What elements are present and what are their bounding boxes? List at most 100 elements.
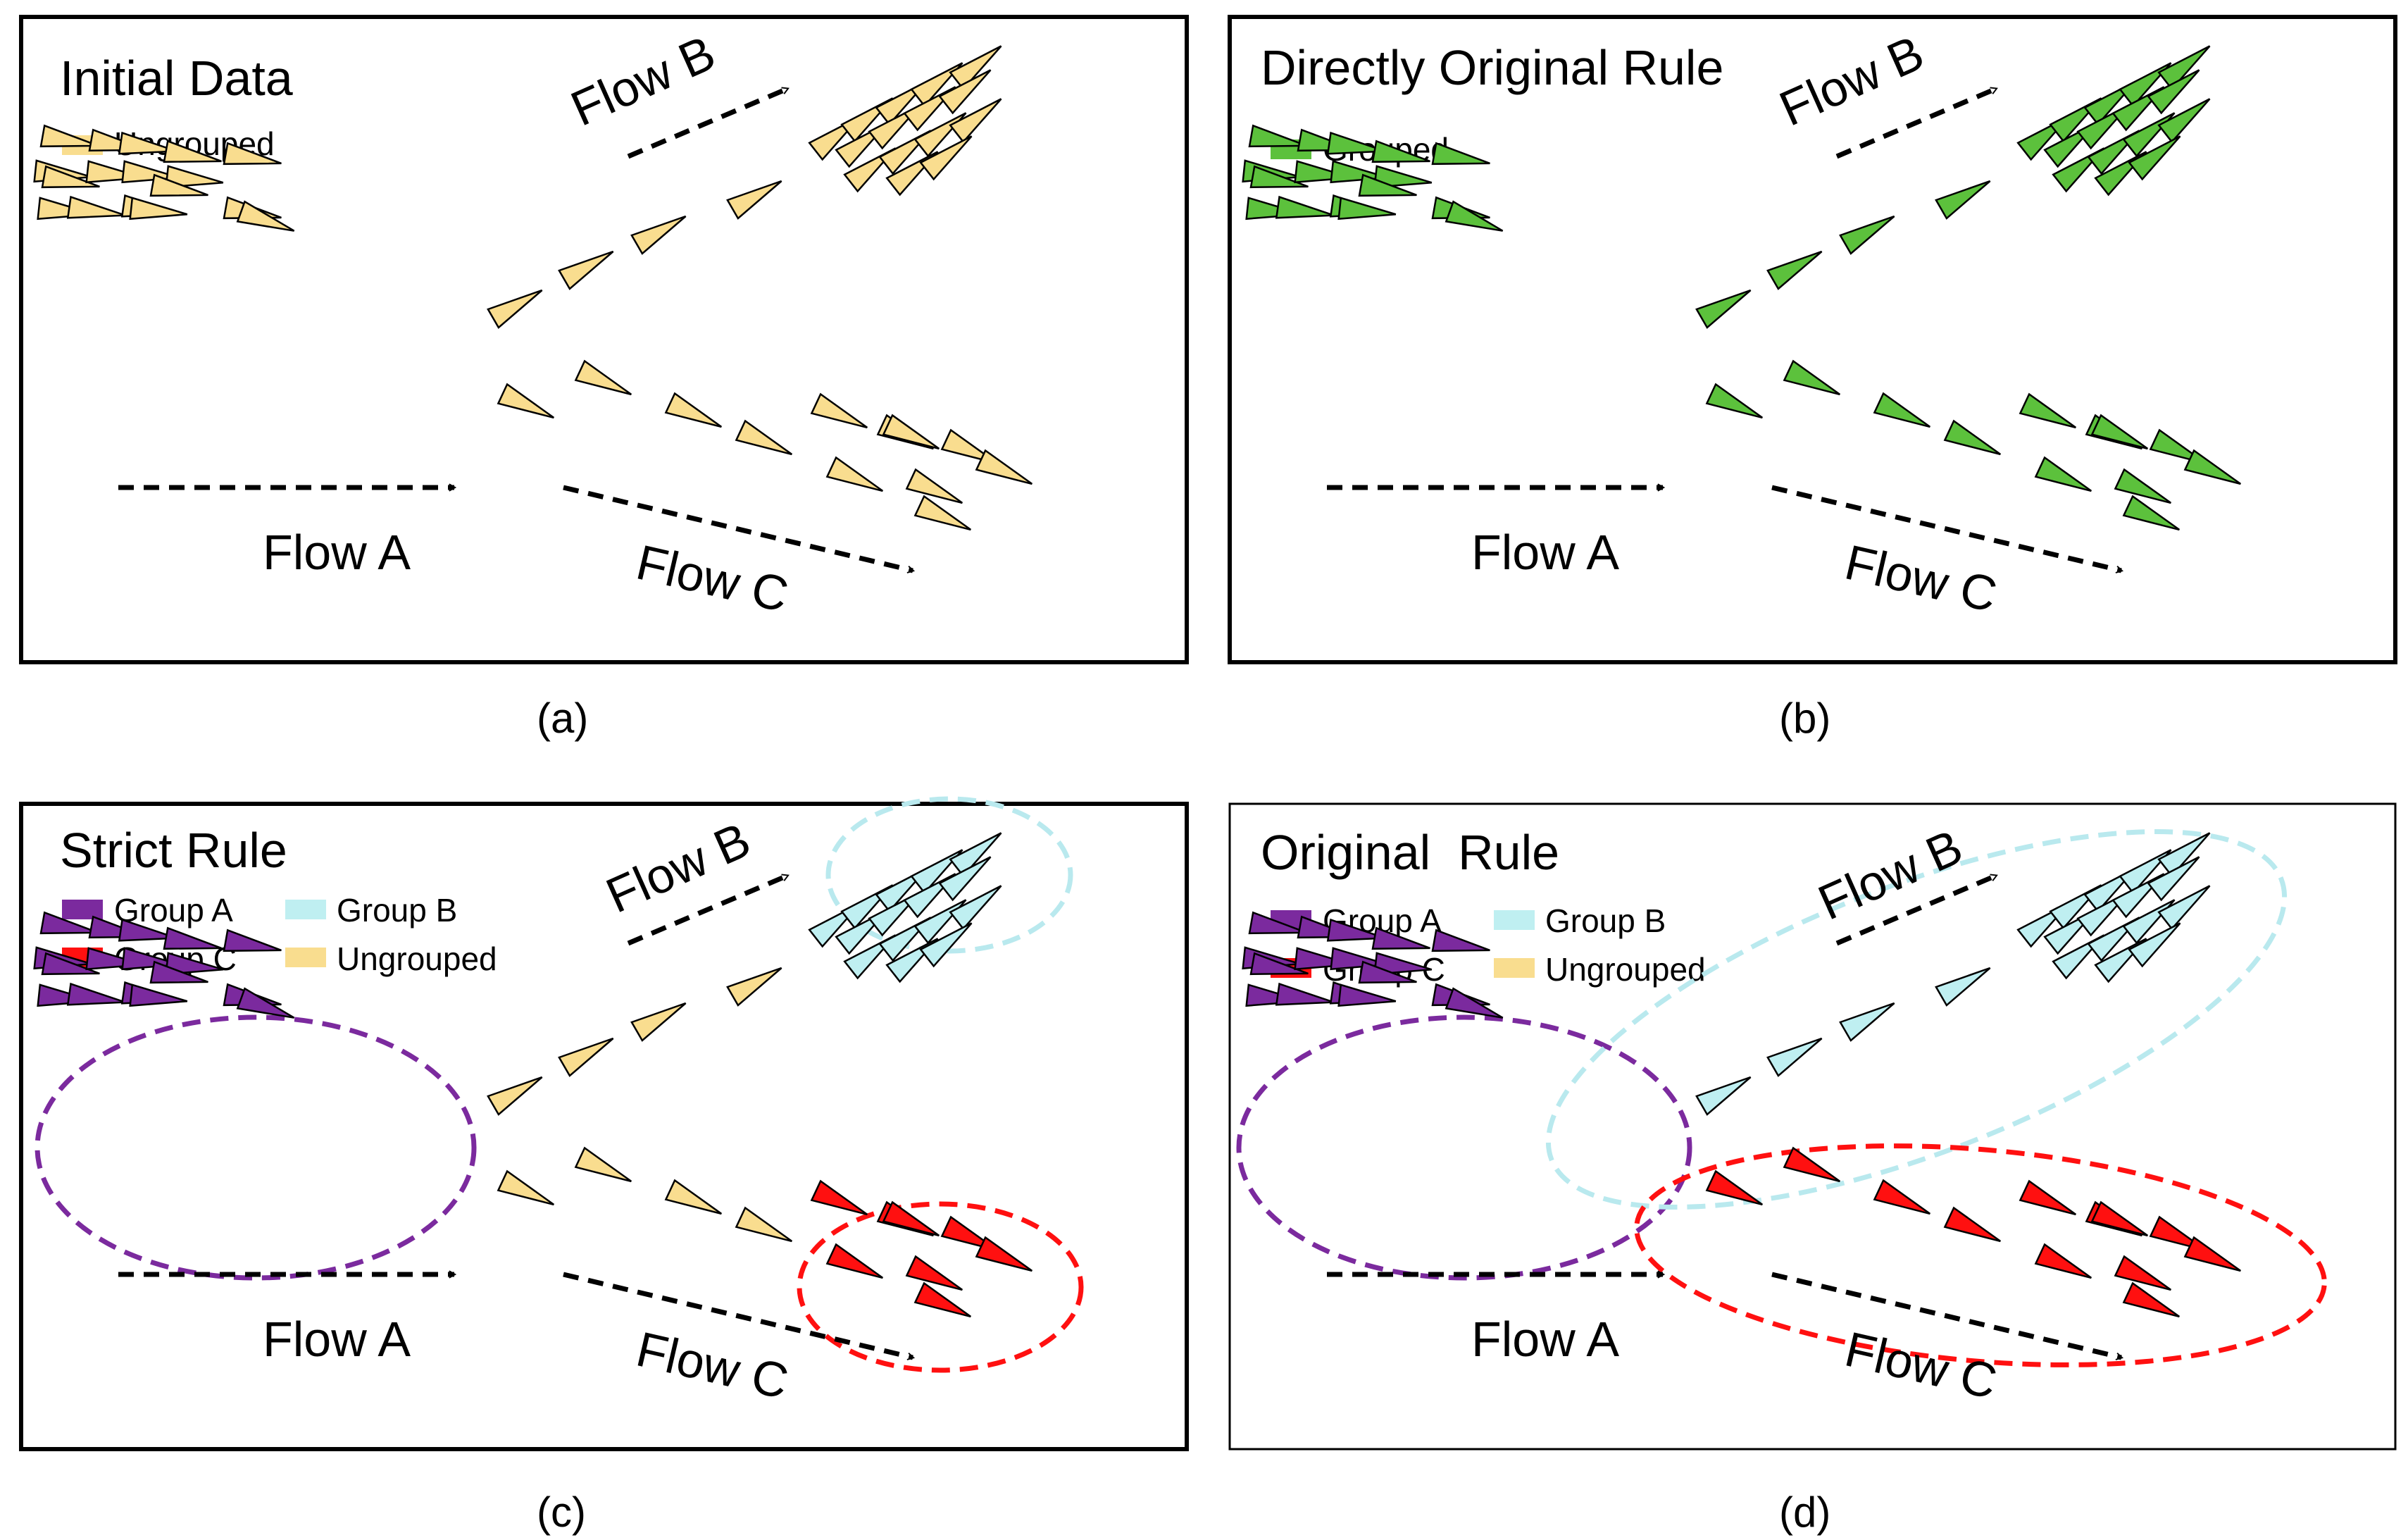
flow-c-boid (2114, 468, 2172, 504)
flow-c-boid (2019, 392, 2077, 429)
flow-c-trail-boid (1943, 1206, 2002, 1243)
flow-b-boid (2147, 856, 2200, 902)
panel-frame (19, 802, 1189, 1451)
panel-caption: (a) (537, 695, 588, 742)
flow-a-boid (121, 160, 180, 184)
flow-c-arrow (563, 485, 916, 573)
flow-a-boid (39, 124, 99, 148)
flow-a-boid (1445, 200, 1504, 232)
flow-b-boid (910, 62, 963, 108)
flow-b-boid (2119, 62, 2172, 108)
flow-a-boid (118, 131, 177, 155)
flow-c-boid (975, 449, 1033, 485)
legend-swatch-ungrouped (285, 948, 326, 967)
flow-a-boid (118, 918, 177, 942)
flow-b-trail-boid (630, 215, 687, 255)
flow-a-boid (1373, 165, 1433, 189)
flow-a-boid (66, 195, 125, 219)
flow-c-trail-boid (735, 419, 793, 456)
flow-b-trail-boid (1766, 1037, 1823, 1077)
flow-b-trail-boid (1839, 215, 1895, 255)
flow-arrows (118, 86, 916, 573)
flow-b-boid (938, 69, 992, 115)
flow-c-boid (975, 1236, 1033, 1272)
flow-b-boid (2157, 832, 2211, 878)
flow-a-label: Flow A (263, 525, 411, 580)
flow-a-boid (41, 165, 100, 189)
legend-swatch-group-b (1494, 910, 1535, 930)
flow-b-boid (2128, 135, 2181, 181)
flow-b-boid (2157, 98, 2211, 144)
panel-b: Directly Original Rule Grouped Flow A Fl… (1228, 15, 2397, 742)
flow-a-boid (1337, 983, 1397, 1007)
flow-b-arrow (627, 86, 790, 159)
flow-b-trail-boid (1935, 180, 1991, 220)
flow-b-boid (2128, 922, 2181, 968)
flow-a-boid (223, 142, 282, 166)
panel-frame (1228, 15, 2397, 664)
flow-c-boid (2122, 495, 2181, 531)
flow-a-boid (1275, 982, 1334, 1006)
flow-b-trail-boid (558, 250, 614, 290)
flow-b-boid (2157, 885, 2211, 931)
flow-a-boid (1371, 926, 1430, 950)
flow-b-boid (949, 45, 1002, 91)
flow-a-boid (236, 200, 295, 232)
flow-b-boid (938, 856, 992, 902)
flow-c-trail-boid (1705, 383, 1764, 419)
flow-a-boid (1431, 929, 1490, 952)
flow-a-boid (1373, 952, 1433, 976)
flow-c-trail-boid (497, 383, 555, 419)
flow-b-boid (949, 98, 1002, 144)
flow-a-boid (1330, 947, 1389, 971)
flow-a-boid (1371, 139, 1430, 163)
boid-layer (1242, 832, 2242, 1318)
group-c-ellipse (797, 1201, 1084, 1373)
flow-a-boid (1249, 952, 1309, 976)
group-b-ellipse (825, 796, 1073, 954)
flow-a-label: Flow A (263, 1312, 411, 1367)
flow-c-trail-boid (664, 1179, 723, 1215)
flow-b-trail-boid (487, 289, 543, 329)
flow-c-trail-boid (1873, 392, 1931, 428)
flow-c-boid (2034, 456, 2092, 492)
flow-b-trail-boid (1839, 1002, 1895, 1042)
flow-a-boid (41, 952, 100, 976)
flow-b-trail-boid (726, 180, 782, 220)
flow-c-trail-boid (574, 1146, 632, 1183)
flow-a-boid (121, 947, 180, 971)
panel-title: Original Rule (1261, 825, 1559, 880)
boid-layer (33, 45, 1033, 531)
flow-arrows (1327, 873, 2124, 1360)
panel-title: Initial Data (60, 51, 293, 106)
flow-a-boid (149, 173, 208, 197)
flow-arrows (1327, 86, 2124, 573)
panel-title: Strict Rule (60, 823, 287, 878)
flow-c-trail-boid (664, 392, 723, 428)
flow-c-boid (2090, 1200, 2149, 1237)
group-a-ellipse (35, 1014, 477, 1281)
flow-a-boid (163, 926, 222, 950)
flow-c-trail-boid (574, 359, 632, 396)
flow-c-boid (2034, 1243, 2092, 1279)
flow-b-boid (919, 922, 973, 968)
flow-a-boid (1431, 142, 1490, 166)
panel-frame (19, 15, 1189, 664)
flow-b-trail-boid (630, 1002, 687, 1042)
panel-a: Initial Data Ungrouped Flow A Flow B Flo… (19, 15, 1189, 742)
flow-c-boid (882, 1200, 940, 1237)
flow-b-boid (949, 885, 1002, 931)
flow-b-trail-boid (487, 1076, 543, 1116)
flow-c-trail-boid (735, 1206, 793, 1243)
flow-c-trail-boid (1783, 359, 1841, 396)
panel-title: Directly Original Rule (1261, 40, 1723, 95)
flow-c-boid (810, 1179, 868, 1216)
legend-swatch-group-b (285, 900, 326, 919)
flow-b-trail-boid (726, 967, 782, 1007)
flow-c-boid (882, 414, 940, 450)
flow-b-trail-boid (1766, 250, 1823, 290)
panel-c: Strict Rule Group A Group B Group C Ungr… (19, 796, 1189, 1536)
flow-a-boid (1275, 195, 1334, 219)
flow-c-boid (905, 468, 963, 504)
group-ellipses (35, 796, 1084, 1373)
